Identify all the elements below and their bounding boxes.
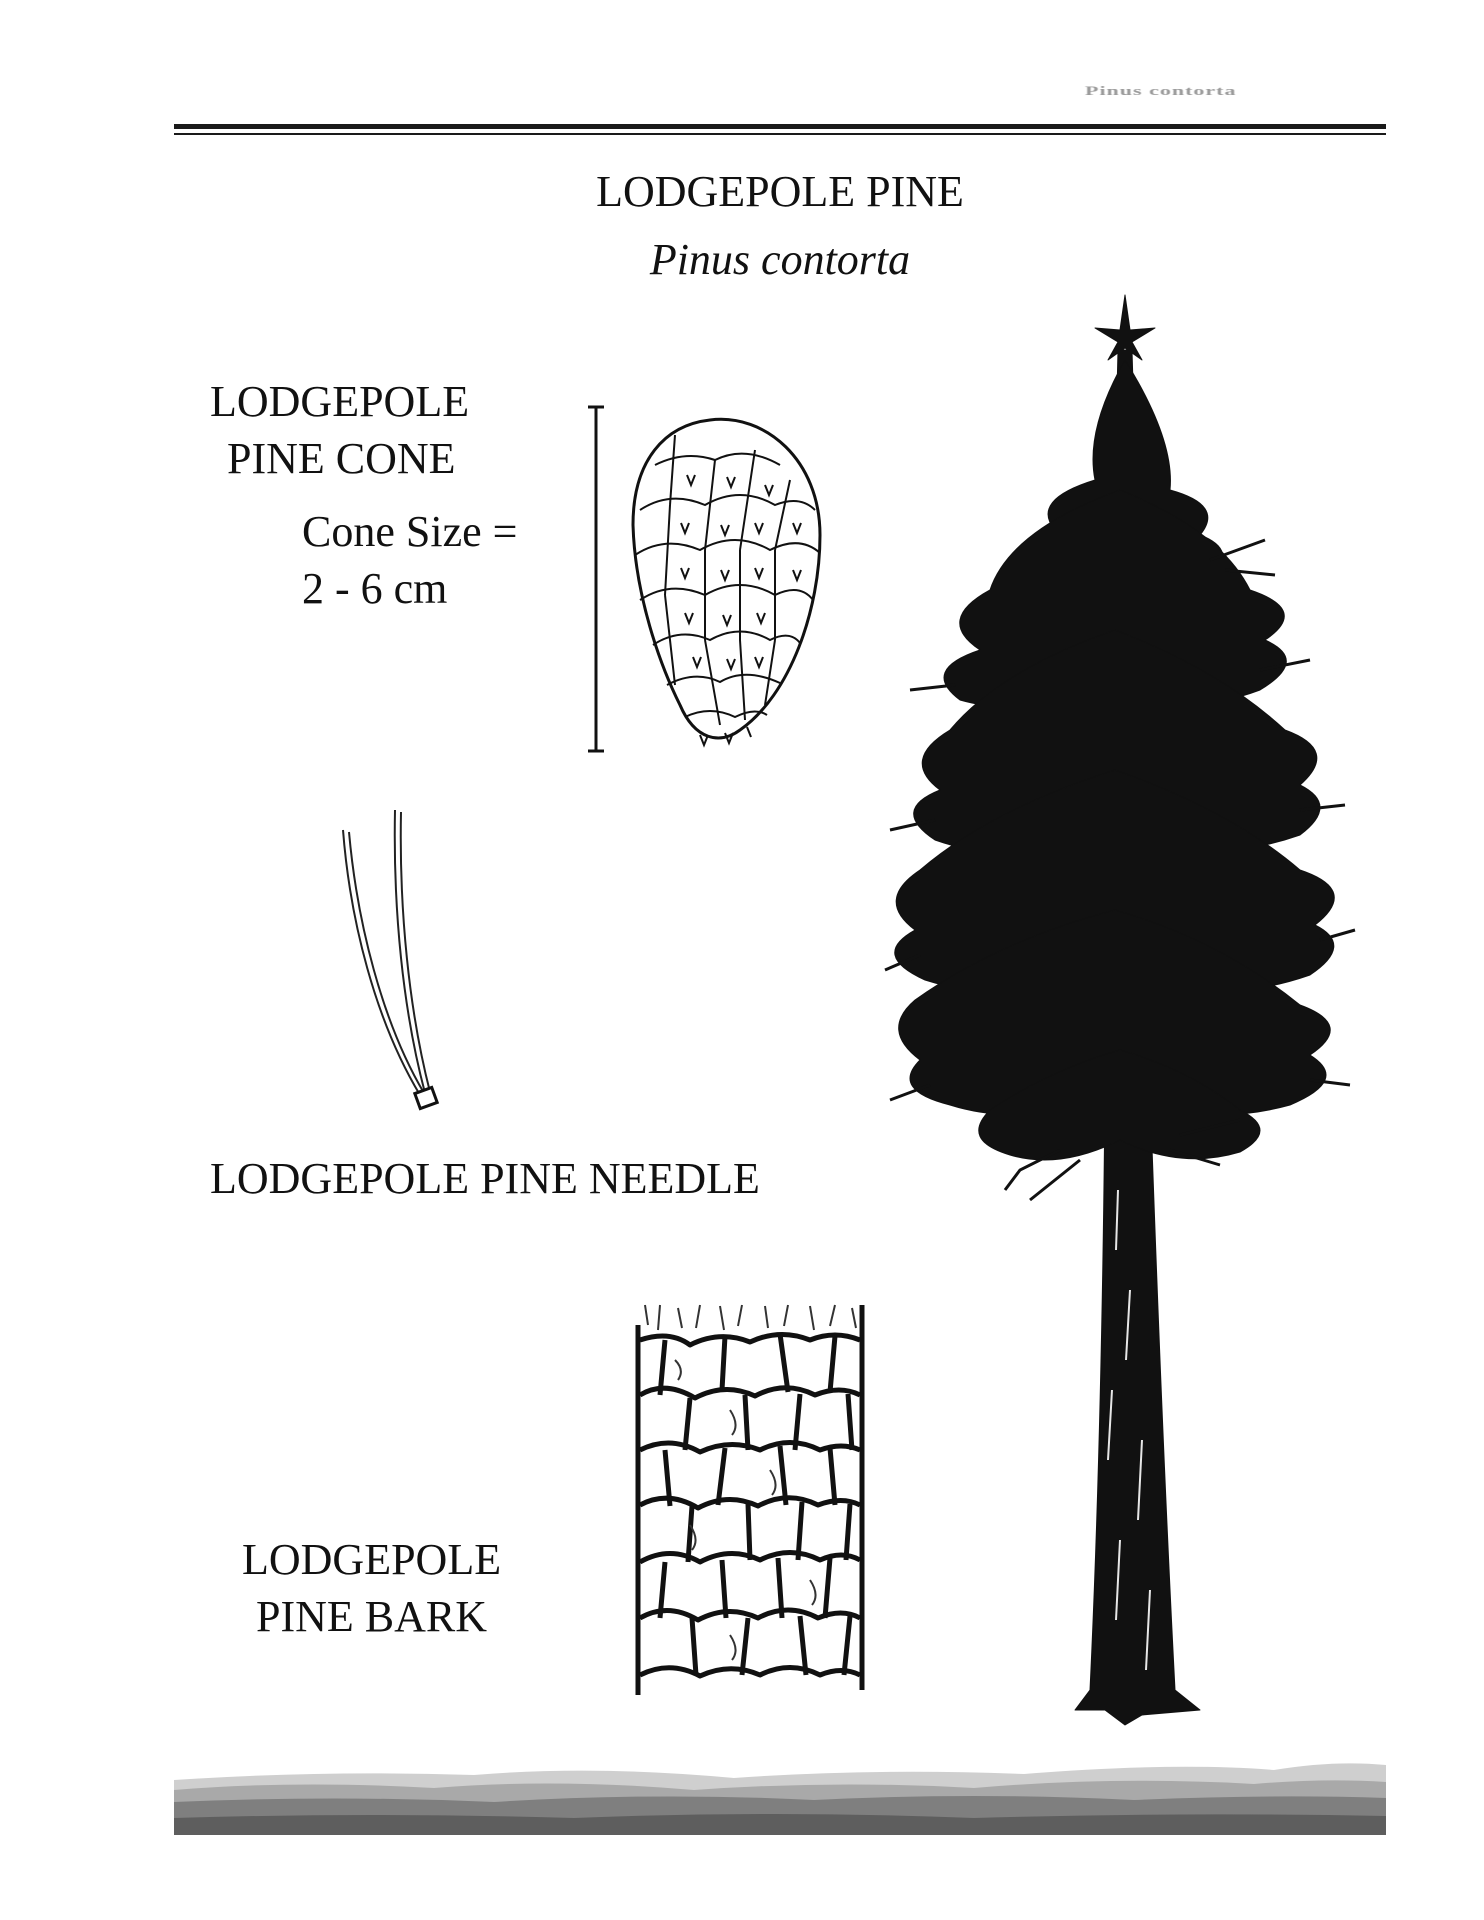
header-rule [174,124,1386,129]
cone-size-line1: Cone Size = [302,507,518,556]
cone-label-line1: LODGEPOLE [210,377,470,426]
lodgepole-pine-tree-illustration [884,294,1356,1726]
bark-label: LODGEPOLE PINE BARK [242,1531,501,1645]
cone-size-text: Cone Size = 2 - 6 cm [302,503,517,617]
pine-needle-illustration [342,809,440,1111]
cone-scale-bar [588,405,604,753]
cone-label-line2: PINE CONE [227,434,456,484]
cone-label: LODGEPOLE PINE CONE [210,373,469,487]
needle-label: LODGEPOLE PINE NEEDLE [210,1154,760,1203]
pine-bark-illustration [635,1304,865,1700]
bark-label-line2: PINE BARK [256,1592,488,1642]
running-header: Pinus contorta [1085,84,1237,98]
page-title: LODGEPOLE PINE [596,167,964,216]
bark-label-line1: LODGEPOLE [242,1535,502,1584]
footer-landscape-band [174,1763,1386,1835]
scientific-name: Pinus contorta [649,235,911,284]
pine-cone-illustration [631,417,822,748]
header-rule-thin [174,133,1386,135]
cone-size-line2: 2 - 6 cm [302,564,448,614]
